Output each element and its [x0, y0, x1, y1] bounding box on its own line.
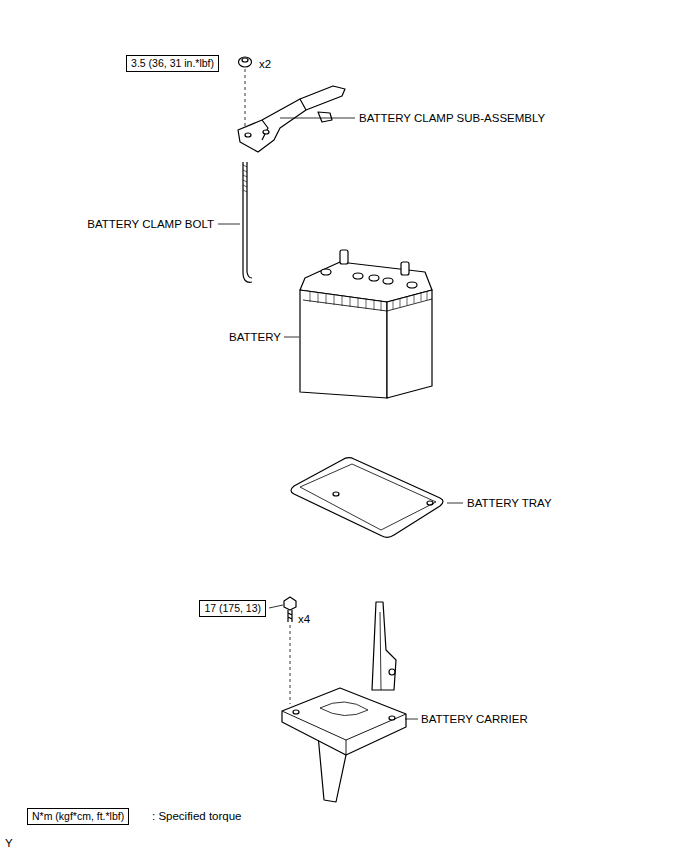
carrier-bolt	[284, 597, 296, 622]
part-name: BATTERY CARRIER	[420, 712, 529, 726]
torque-value: N*m (kgf*cm, ft.*lbf)	[32, 810, 124, 823]
leader-line	[284, 337, 299, 338]
battery-clamp	[238, 86, 345, 152]
assembly-line	[245, 69, 246, 126]
leader-line	[447, 503, 463, 504]
torque-box: N*m (kgf*cm, ft.*lbf)	[27, 808, 129, 825]
leader-line	[218, 224, 240, 225]
battery-tray	[291, 458, 443, 538]
part-name: BATTERY CLAMP BOLT	[86, 217, 215, 231]
figure-code: Y	[4, 836, 14, 850]
clamp-nut	[239, 57, 252, 67]
leader-line	[405, 719, 418, 720]
leader-line	[269, 605, 283, 608]
legend-text: : Specified torque	[151, 809, 243, 823]
quantity-callout: x4	[297, 612, 311, 626]
torque-box: 3.5 (36, 31 in.*lbf)	[126, 55, 219, 72]
quantity-callout: x2	[258, 57, 272, 71]
torque-value: 3.5 (36, 31 in.*lbf)	[131, 57, 214, 70]
torque-value: 17 (175, 13)	[204, 602, 261, 615]
part-name: BATTERY	[228, 330, 282, 344]
torque-box: 17 (175, 13)	[199, 600, 266, 617]
clamp-bolt	[243, 162, 252, 282]
leader-line	[280, 118, 355, 119]
part-name: BATTERY TRAY	[466, 496, 553, 510]
part-name: BATTERY CLAMP SUB-ASSEMBLY	[358, 111, 546, 125]
battery-body	[300, 250, 432, 398]
assembly-line	[290, 625, 291, 704]
battery-carrier	[282, 602, 406, 802]
